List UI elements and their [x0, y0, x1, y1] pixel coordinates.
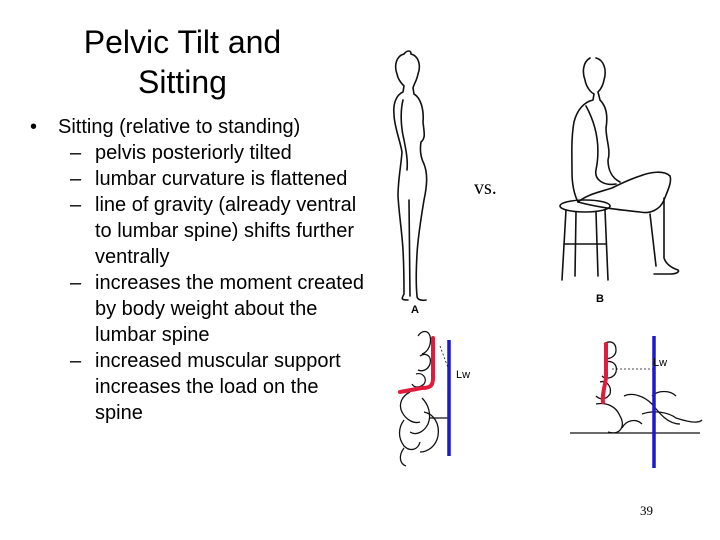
standing-spine-diagram [398, 330, 450, 467]
vs-label: vs. [474, 177, 497, 199]
bullet-text: Sitting (relative to standing) [58, 116, 301, 138]
sub-bullet-item: – line of gravity (already ventral to lu… [28, 192, 368, 270]
seated-figure-illustration [559, 57, 680, 281]
sub-bullet-item: – increased muscular support increases t… [28, 348, 368, 426]
lumbar-curvature-line-sitting [600, 342, 608, 404]
label-b: B [596, 293, 604, 305]
seated-spine-diagram [570, 341, 703, 434]
bullet-marker: – [70, 350, 82, 372]
page-number: 39 [640, 503, 653, 518]
bullet-text: lumbar curvature is flattened [95, 168, 348, 190]
lw-label-sitting: Lw [653, 357, 667, 369]
sub-bullet-item: – lumbar curvature is flattened [28, 166, 368, 192]
bullet-text: line of gravity (already ventral to lumb… [95, 194, 357, 268]
label-a: A [411, 304, 419, 316]
bullet-marker: – [70, 194, 82, 216]
lumbar-curvature-line-standing [398, 336, 435, 394]
bullet-item: • Sitting (relative to standing) [28, 114, 368, 140]
bullet-list: • Sitting (relative to standing) – pelvi… [28, 114, 368, 426]
bullet-text: pelvis posteriorly tilted [95, 142, 292, 164]
standing-figure-illustration [393, 50, 428, 302]
slide-title: Pelvic Tilt and Sitting [83, 24, 282, 100]
bullet-marker: – [70, 142, 82, 164]
bullet-text: increased muscular support increases the… [95, 350, 341, 424]
sub-bullet-item: – increases the moment created by body w… [28, 270, 368, 348]
bullet-marker: • [30, 116, 38, 138]
bullet-marker: – [70, 168, 82, 190]
sub-bullet-item: – pelvis posteriorly tilted [28, 140, 368, 166]
lw-label-standing: Lw [456, 369, 470, 381]
bullet-marker: – [70, 272, 82, 294]
bullet-text: increases the moment created by body wei… [95, 272, 365, 346]
